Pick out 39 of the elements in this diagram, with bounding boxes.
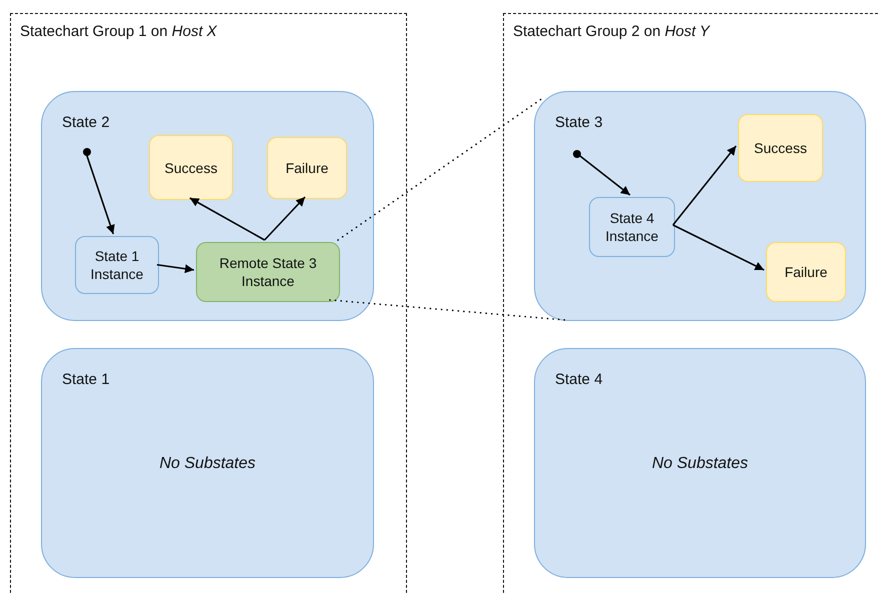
- transition-arrow: [578, 154, 630, 196]
- substates-note: No Substates: [650, 455, 750, 473]
- state-label: State 1 Instance: [90, 247, 144, 284]
- state-box: [534, 348, 866, 578]
- initial-state-dot: [83, 148, 91, 156]
- transition-arrow: [672, 224, 764, 271]
- instance-box: [589, 197, 675, 257]
- state-label: Remote State 3 Instance: [218, 254, 318, 291]
- transition-arrow: [86, 154, 115, 234]
- transition-arrow: [672, 146, 737, 226]
- remote-instance-box: [196, 242, 340, 302]
- state-box: [41, 348, 374, 578]
- transition-arrow: [264, 196, 306, 241]
- transition-arrow: [156, 264, 194, 274]
- state-name: State 2: [62, 114, 110, 131]
- group-frame: [503, 13, 880, 594]
- dotted-link: [329, 299, 566, 321]
- state-label: Failure: [284, 159, 330, 178]
- group-heading: Statechart Group 1 on Host X: [20, 23, 217, 40]
- final-state-box: [149, 135, 233, 200]
- substates-note: No Substates: [158, 455, 257, 473]
- state-name: State 4: [555, 371, 603, 388]
- transition-arrow: [189, 197, 265, 241]
- instance-box: [75, 236, 159, 294]
- state-label: Failure: [784, 263, 828, 282]
- final-state-box: [738, 114, 823, 182]
- initial-state-dot: [573, 150, 581, 158]
- state-label: State 4 Instance: [604, 209, 660, 246]
- dotted-link: [337, 98, 543, 241]
- state-label: Success: [753, 139, 808, 158]
- state-box: [534, 91, 866, 321]
- group-heading: Statechart Group 2 on Host Y: [513, 23, 710, 40]
- group-frame: [10, 13, 407, 594]
- state-name: State 1: [62, 371, 110, 388]
- final-state-box: [267, 137, 347, 199]
- state-box: [41, 91, 374, 321]
- state-label: Success: [164, 158, 218, 178]
- state-name: State 3: [555, 114, 603, 131]
- final-state-box: [766, 242, 846, 302]
